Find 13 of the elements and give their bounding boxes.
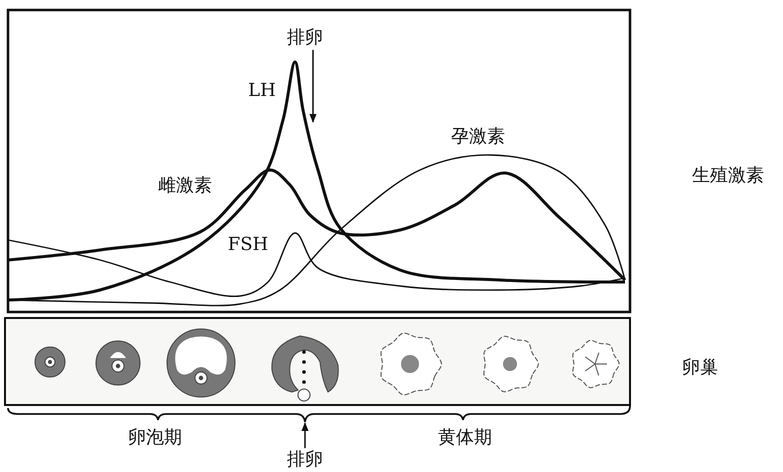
annotation-label: 排卵	[287, 450, 323, 470]
curve-label: 雌激素	[158, 176, 212, 196]
phase-bracket	[7, 406, 631, 423]
axis-label: 卵巢	[682, 358, 718, 378]
arrow	[309, 50, 317, 123]
annotation-label: 排卵	[287, 28, 323, 48]
phase-label: 卵泡期	[128, 428, 182, 448]
curve-label: 孕激素	[451, 127, 505, 147]
curve-label: LH	[248, 81, 276, 101]
arrow	[301, 422, 309, 448]
phase-label: 黄体期	[438, 428, 492, 448]
axis-label: 生殖激素	[692, 166, 764, 186]
curve-label: FSH	[228, 235, 268, 255]
